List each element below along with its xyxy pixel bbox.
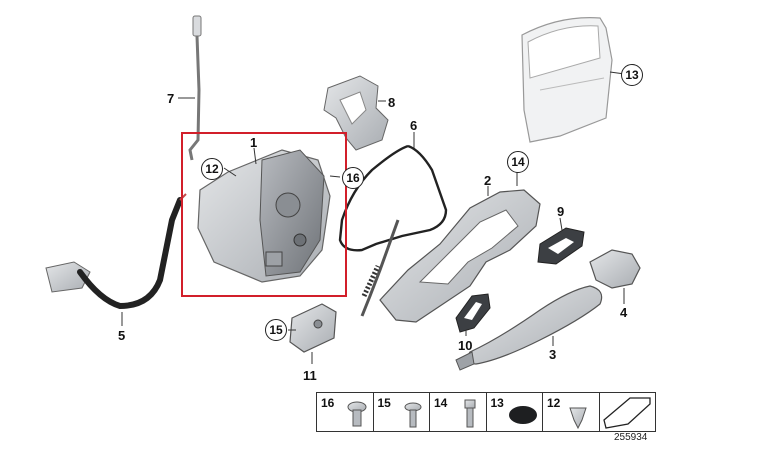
legend-label: 14: [434, 396, 448, 410]
callout-4: 4: [620, 305, 628, 320]
callout-3: 3: [549, 347, 557, 362]
callout-8: 8: [388, 95, 396, 110]
legend-cell-countersunk-screw: 15: [374, 393, 430, 431]
bowden-cable-lower: [45, 193, 187, 326]
lock-bracket: [323, 75, 389, 151]
handle-gasket: [537, 217, 585, 265]
callout-13: 13: [621, 64, 643, 86]
hardware-legend: 16 15 14 13 12: [316, 392, 656, 432]
callout-14: 14: [507, 151, 529, 173]
legend-label: 12: [547, 396, 561, 410]
legend-label: 13: [490, 396, 504, 410]
legend-cell-torx-screw: 16: [317, 393, 374, 431]
callout-9: 9: [557, 204, 565, 219]
callout-11: 11: [303, 368, 317, 383]
lock-striker: [289, 303, 337, 364]
legend-cell-expanding-rivet: 12: [543, 393, 600, 431]
outer-handle-cable: [338, 132, 448, 317]
handle-gasket-small: [455, 293, 491, 336]
callout-10: 10: [458, 338, 473, 353]
legend-cell-hex-screw: 14: [430, 393, 487, 431]
handle-cover-cap: [589, 249, 641, 304]
outer-door-handle: [455, 285, 603, 371]
legend-label: 15: [377, 396, 391, 410]
callout-15: 15: [265, 319, 287, 341]
callout-2: 2: [484, 173, 492, 188]
highlight-frame: [181, 132, 347, 297]
callout-6: 6: [410, 118, 418, 133]
diagram-number: 255934: [614, 432, 648, 443]
callout-1: 1: [250, 135, 258, 150]
bowden-cable-upper: [178, 15, 202, 161]
handle-carrier: [379, 186, 541, 323]
legend-label: 16: [321, 396, 335, 410]
callout-16: 16: [342, 167, 364, 189]
callout-12: 12: [201, 158, 223, 180]
legend-icons: [347, 397, 651, 430]
rear-door-panel: [521, 17, 613, 143]
callout-7: 7: [167, 91, 175, 106]
door-lock-assembly: [197, 147, 341, 283]
legend-cell-arrow-symbol: [600, 393, 656, 431]
legend-cell-rubber-plug: 13: [487, 393, 543, 431]
callout-5: 5: [118, 328, 126, 343]
